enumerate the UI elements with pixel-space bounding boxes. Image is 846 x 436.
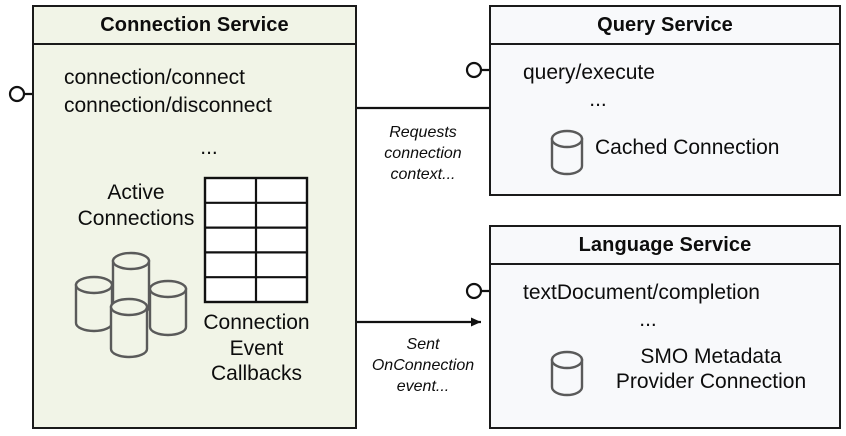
query-service-operations-ellipsis: ... <box>589 88 607 111</box>
query-service-box[interactable]: Query Service query/execute ... Cached C… <box>489 5 841 196</box>
active-connections-label-line1: Active <box>107 181 165 204</box>
cylinder-front <box>109 297 149 359</box>
database-cylinder-stack-icon <box>74 251 188 359</box>
database-cylinder-icon <box>550 350 584 397</box>
connection-service-title: Connection Service <box>34 7 355 45</box>
language-service-box[interactable]: Language Service textDocument/completion… <box>489 225 841 429</box>
connection-service-operations: connection/connect connection/disconnect <box>64 64 354 120</box>
query-service-title: Query Service <box>491 7 839 45</box>
callbacks-label-line1: Connection <box>203 311 310 334</box>
active-connections-label: Active Connections <box>54 180 218 231</box>
language-service-operations-ellipsis: ... <box>639 308 657 331</box>
operation-connection-connect: connection/connect <box>64 66 245 89</box>
flow-label-query-to-connection: Requests connection context... <box>384 124 462 184</box>
callbacks-label-line2: Event <box>229 336 284 360</box>
connection-service-box[interactable]: Connection Service connection/connect co… <box>32 5 357 429</box>
operation-textdocument-completion: textDocument/completion <box>523 281 760 304</box>
connection-service-operations-ellipsis: ... <box>200 136 218 159</box>
cached-connection-label: Cached Connection <box>595 136 780 159</box>
connection-event-callbacks-label: Connection Event Callbacks <box>184 310 329 387</box>
language-service-operations: textDocument/completion <box>523 279 833 307</box>
query-service-body: query/execute ... Cached Connection <box>491 45 839 194</box>
flow-label-connection-to-language: Sent OnConnection event... <box>371 336 475 396</box>
database-cylinder-icon <box>550 129 584 176</box>
cylinder-right <box>148 279 188 337</box>
operation-connection-disconnect: connection/disconnect <box>64 93 272 117</box>
smo-metadata-provider-connection-label: SMO Metadata Provider Connection <box>591 344 831 394</box>
active-connections-label-line2: Connections <box>77 206 195 230</box>
connection-service-body: connection/connect connection/disconnect… <box>34 45 355 427</box>
store-label-line1: SMO Metadata <box>640 345 782 368</box>
language-service-title: Language Service <box>491 227 839 265</box>
table-grid-icon <box>203 176 309 304</box>
query-service-operations: query/execute <box>523 59 823 87</box>
operation-query-execute: query/execute <box>523 61 655 84</box>
store-label-line2: Provider Connection <box>615 370 807 394</box>
cylinder-left <box>74 275 114 333</box>
callbacks-label-line3: Callbacks <box>210 362 303 386</box>
language-service-body: textDocument/completion ... SMO Metadata… <box>491 265 839 427</box>
